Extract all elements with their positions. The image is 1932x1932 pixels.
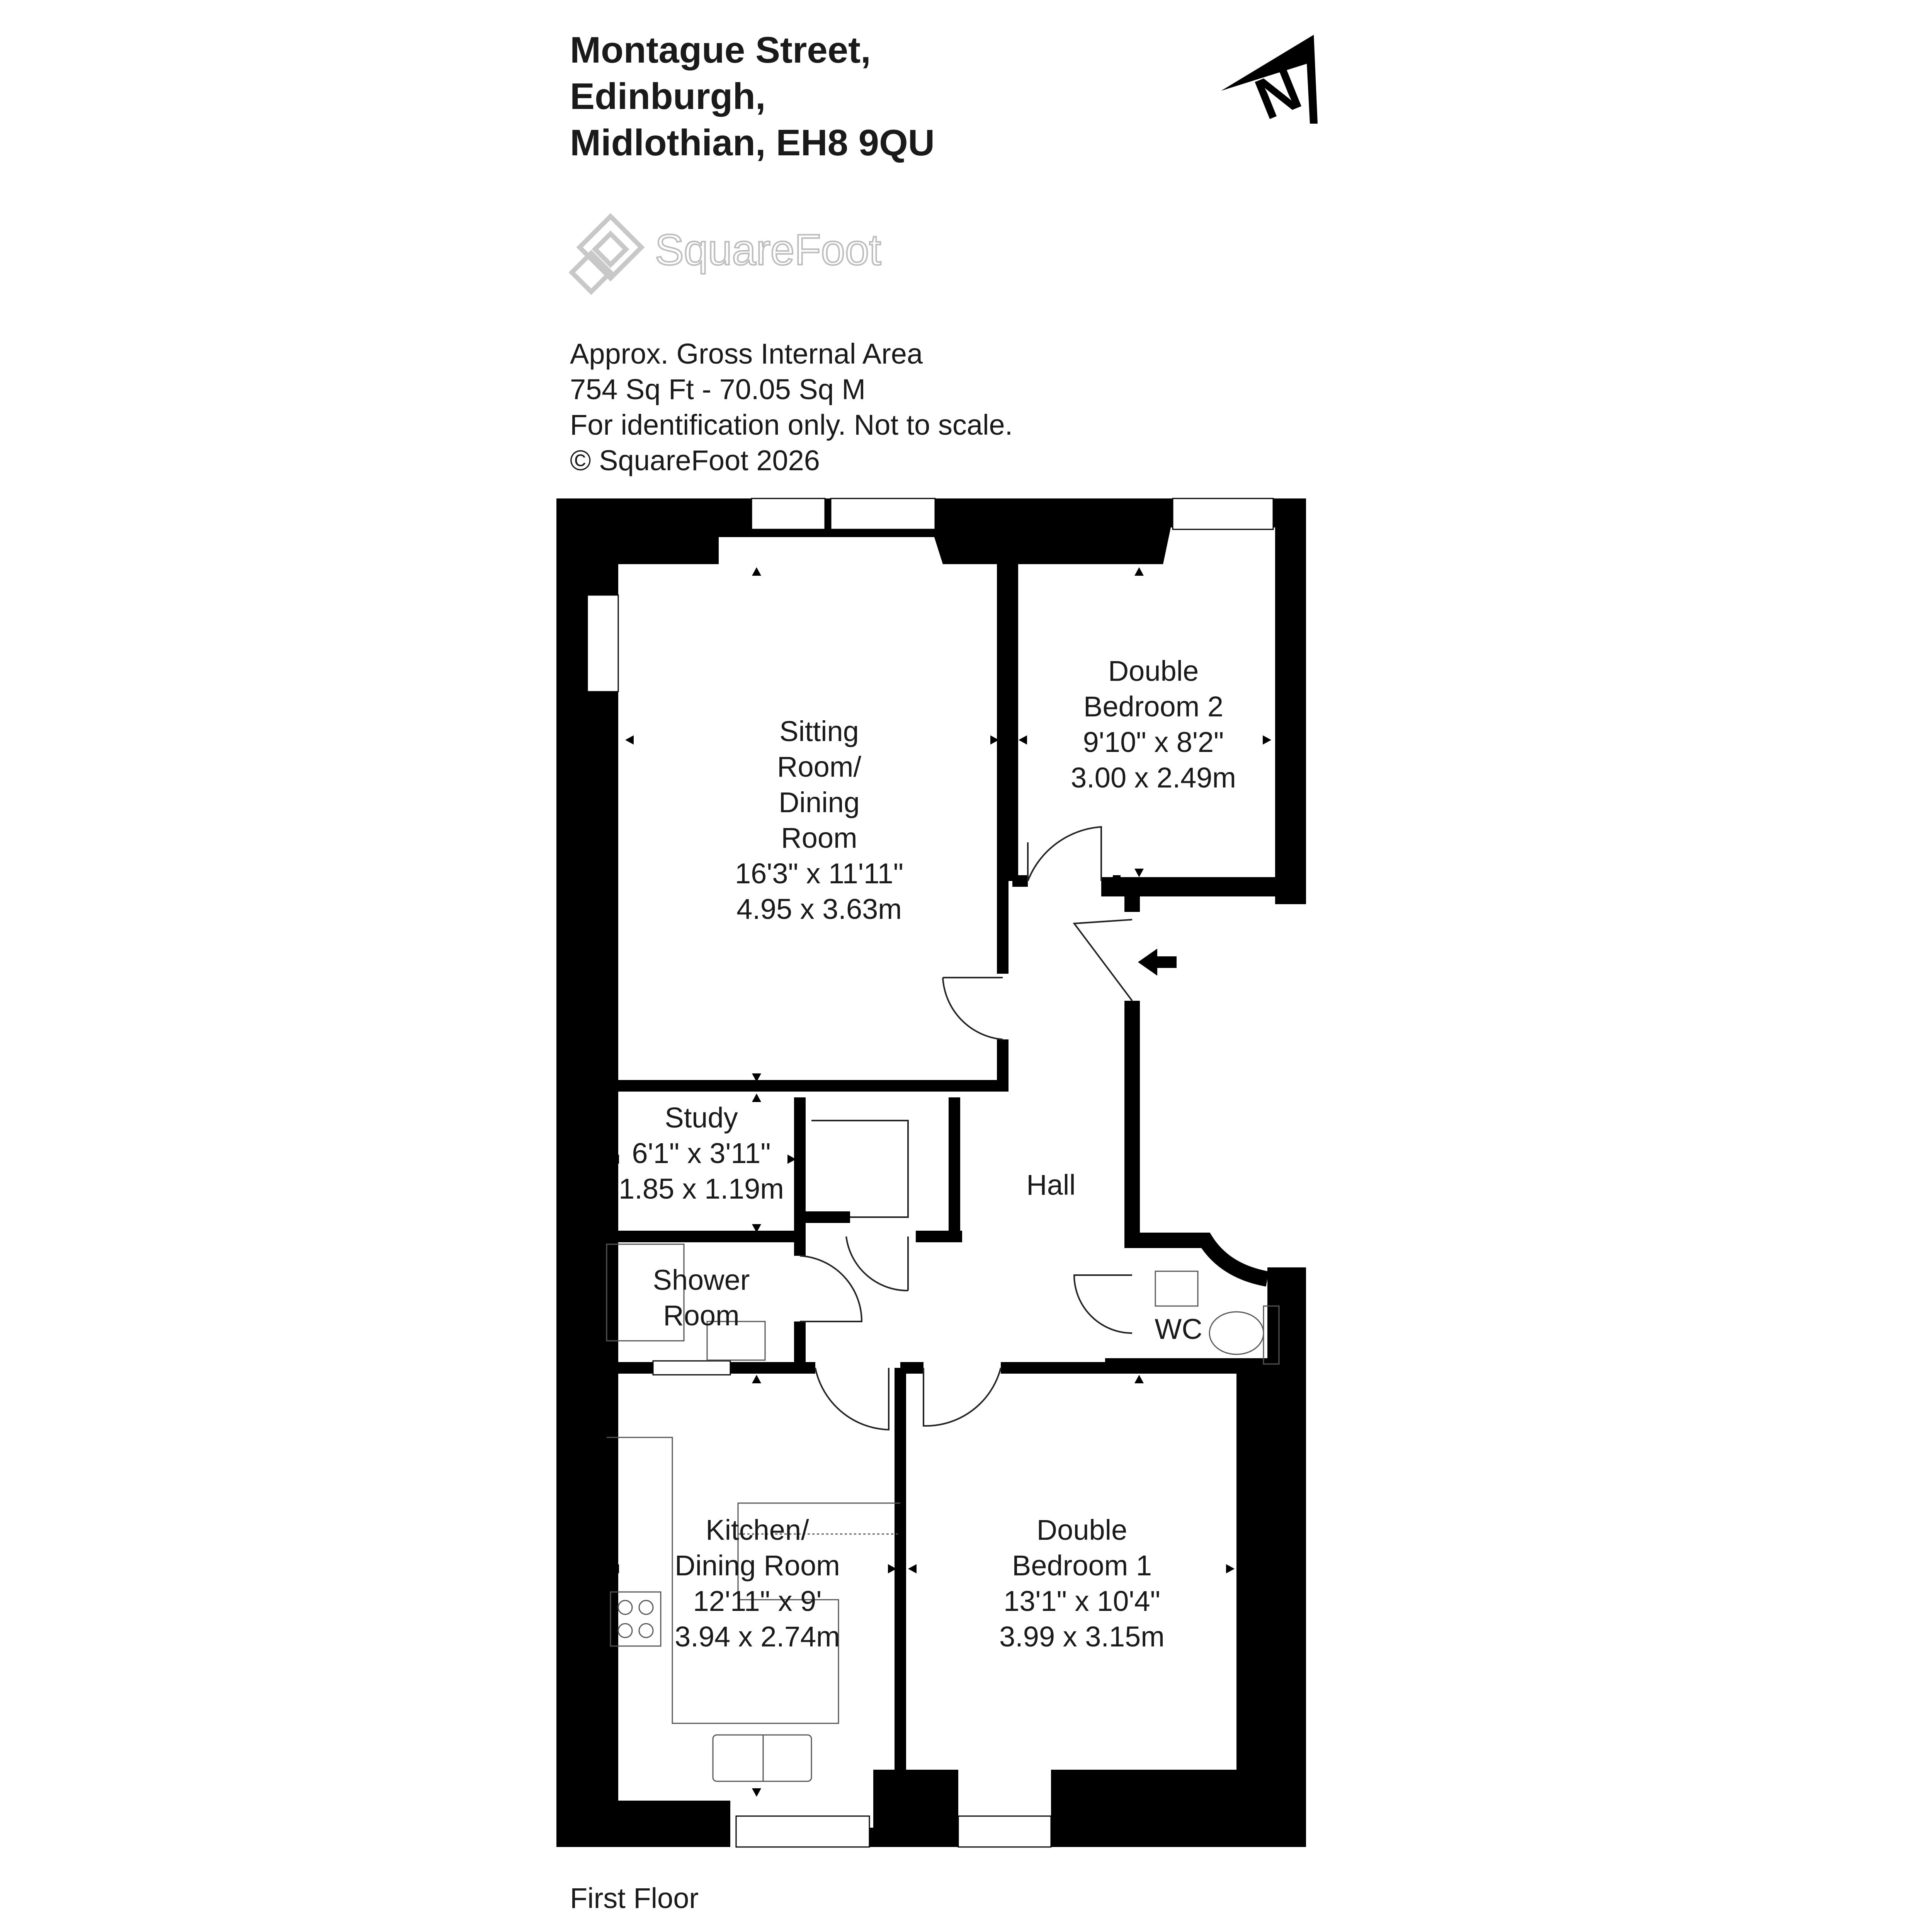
room-shower-l1: Shower <box>653 1264 750 1296</box>
room-bedroom2-metric: 3.00 x 2.49m <box>1071 762 1236 794</box>
door-shower <box>799 1255 863 1322</box>
room-bedroom1-imperial: 13'1" x 10'4" <box>1003 1585 1160 1617</box>
room-kitchen-imperial: 12'11" x 9' <box>693 1585 822 1617</box>
area-info: Approx. Gross Internal Area 754 Sq Ft - … <box>570 336 1013 478</box>
room-study-imperial: 6'1" x 3'11" <box>632 1137 770 1169</box>
room-bedroom-1: Double Bedroom 1 13'1" x 10'4" 3.99 x 3.… <box>999 1514 1165 1653</box>
brand-logo: SquareFoot <box>568 213 882 295</box>
door-bedroom-1 <box>923 1367 1002 1427</box>
window-kitchen <box>735 1815 870 1848</box>
window-bedroom-2 <box>1172 498 1274 530</box>
room-wc: WC <box>1155 1313 1202 1345</box>
room-kitchen-l1: Kitchen/ <box>706 1514 809 1546</box>
address-line-3: Midlothian, EH8 9QU <box>570 122 935 163</box>
entrance-arrow-icon <box>1138 949 1177 976</box>
room-bedroom1-l1: Double <box>1037 1514 1128 1546</box>
address-line-2: Edinburgh, <box>570 76 766 117</box>
wc-basin <box>1155 1270 1199 1307</box>
kitchen-worktop <box>607 1437 900 1724</box>
window-bedroom-1 <box>957 1815 1052 1848</box>
sink-icon <box>712 1734 812 1782</box>
floor-label: First Floor <box>570 1882 699 1914</box>
door-sitting <box>942 977 1003 1040</box>
window-shower <box>652 1360 731 1376</box>
room-sitting-l1: Sitting <box>779 715 859 747</box>
room-sitting-l3: Dining <box>779 786 860 818</box>
door-kitchen <box>815 1367 889 1431</box>
room-bedroom1-l2: Bedroom 1 <box>1012 1549 1152 1582</box>
room-sitting-metric: 4.95 x 3.63m <box>736 893 902 925</box>
room-bedroom2-l2: Bedroom 2 <box>1083 690 1223 723</box>
door-hall-cupboard <box>845 1236 909 1292</box>
room-shower-l2: Room <box>663 1299 739 1332</box>
room-study: Study 6'1" x 3'11" 1.85 x 1.19m <box>619 1102 784 1205</box>
address-block: Montague Street, Edinburgh, Midlothian, … <box>570 27 935 166</box>
dimension-markers <box>611 567 1271 1797</box>
toilet-icon <box>1209 1311 1264 1355</box>
window-sitting-1 <box>751 498 826 530</box>
room-bedroom1-metric: 3.99 x 3.15m <box>999 1621 1165 1653</box>
room-kitchen-l2: Dining Room <box>675 1549 840 1582</box>
room-sitting-l2: Room/ <box>777 751 861 783</box>
windows <box>587 498 1274 1848</box>
brand-name: SquareFoot <box>655 226 881 274</box>
address-line-1: Montague Street, <box>570 29 871 71</box>
room-study-l1: Study <box>665 1102 738 1134</box>
door-bedroom-2 <box>1027 826 1102 881</box>
room-bedroom2-imperial: 9'10" x 8'2" <box>1083 726 1224 758</box>
north-arrow-icon: N <box>1221 35 1318 132</box>
toilet-cistern <box>1263 1305 1280 1365</box>
room-sitting-l4: Room <box>781 822 857 854</box>
room-bedroom-2: Double Bedroom 2 9'10" x 8'2" 3.00 x 2.4… <box>1071 655 1236 794</box>
window-side <box>587 594 619 692</box>
copyright: © SquareFoot 2026 <box>570 444 820 476</box>
room-study-metric: 1.85 x 1.19m <box>619 1173 784 1205</box>
disclaimer: For identification only. Not to scale. <box>570 409 1013 441</box>
room-kitchen-metric: 3.94 x 2.74m <box>675 1621 840 1653</box>
door-cupboard <box>811 1120 909 1218</box>
room-shower: Shower Room <box>653 1264 750 1332</box>
area-value: 754 Sq Ft - 70.05 Sq M <box>570 373 866 405</box>
room-bedroom2-l1: Double <box>1108 655 1199 687</box>
shower-basin <box>706 1321 766 1361</box>
area-heading: Approx. Gross Internal Area <box>570 338 923 370</box>
room-hall: Hall <box>1026 1169 1075 1201</box>
fixtures <box>606 1243 1280 1782</box>
room-sitting-imperial: 16'3" x 11'11" <box>735 857 903 889</box>
door-entrance <box>1073 919 1133 1002</box>
window-sitting-2 <box>830 498 936 530</box>
room-sitting: Sitting Room/ Dining Room 16'3" x 11'11"… <box>735 715 903 925</box>
doors <box>799 826 1133 1431</box>
brand-logo-icon <box>568 213 645 295</box>
shower-tray <box>606 1243 685 1342</box>
interior-walls <box>603 564 1281 1804</box>
hob-icon <box>610 1591 662 1647</box>
door-wc <box>1073 1274 1133 1334</box>
room-kitchen: Kitchen/ Dining Room 12'11" x 9' 3.94 x … <box>675 1514 840 1653</box>
